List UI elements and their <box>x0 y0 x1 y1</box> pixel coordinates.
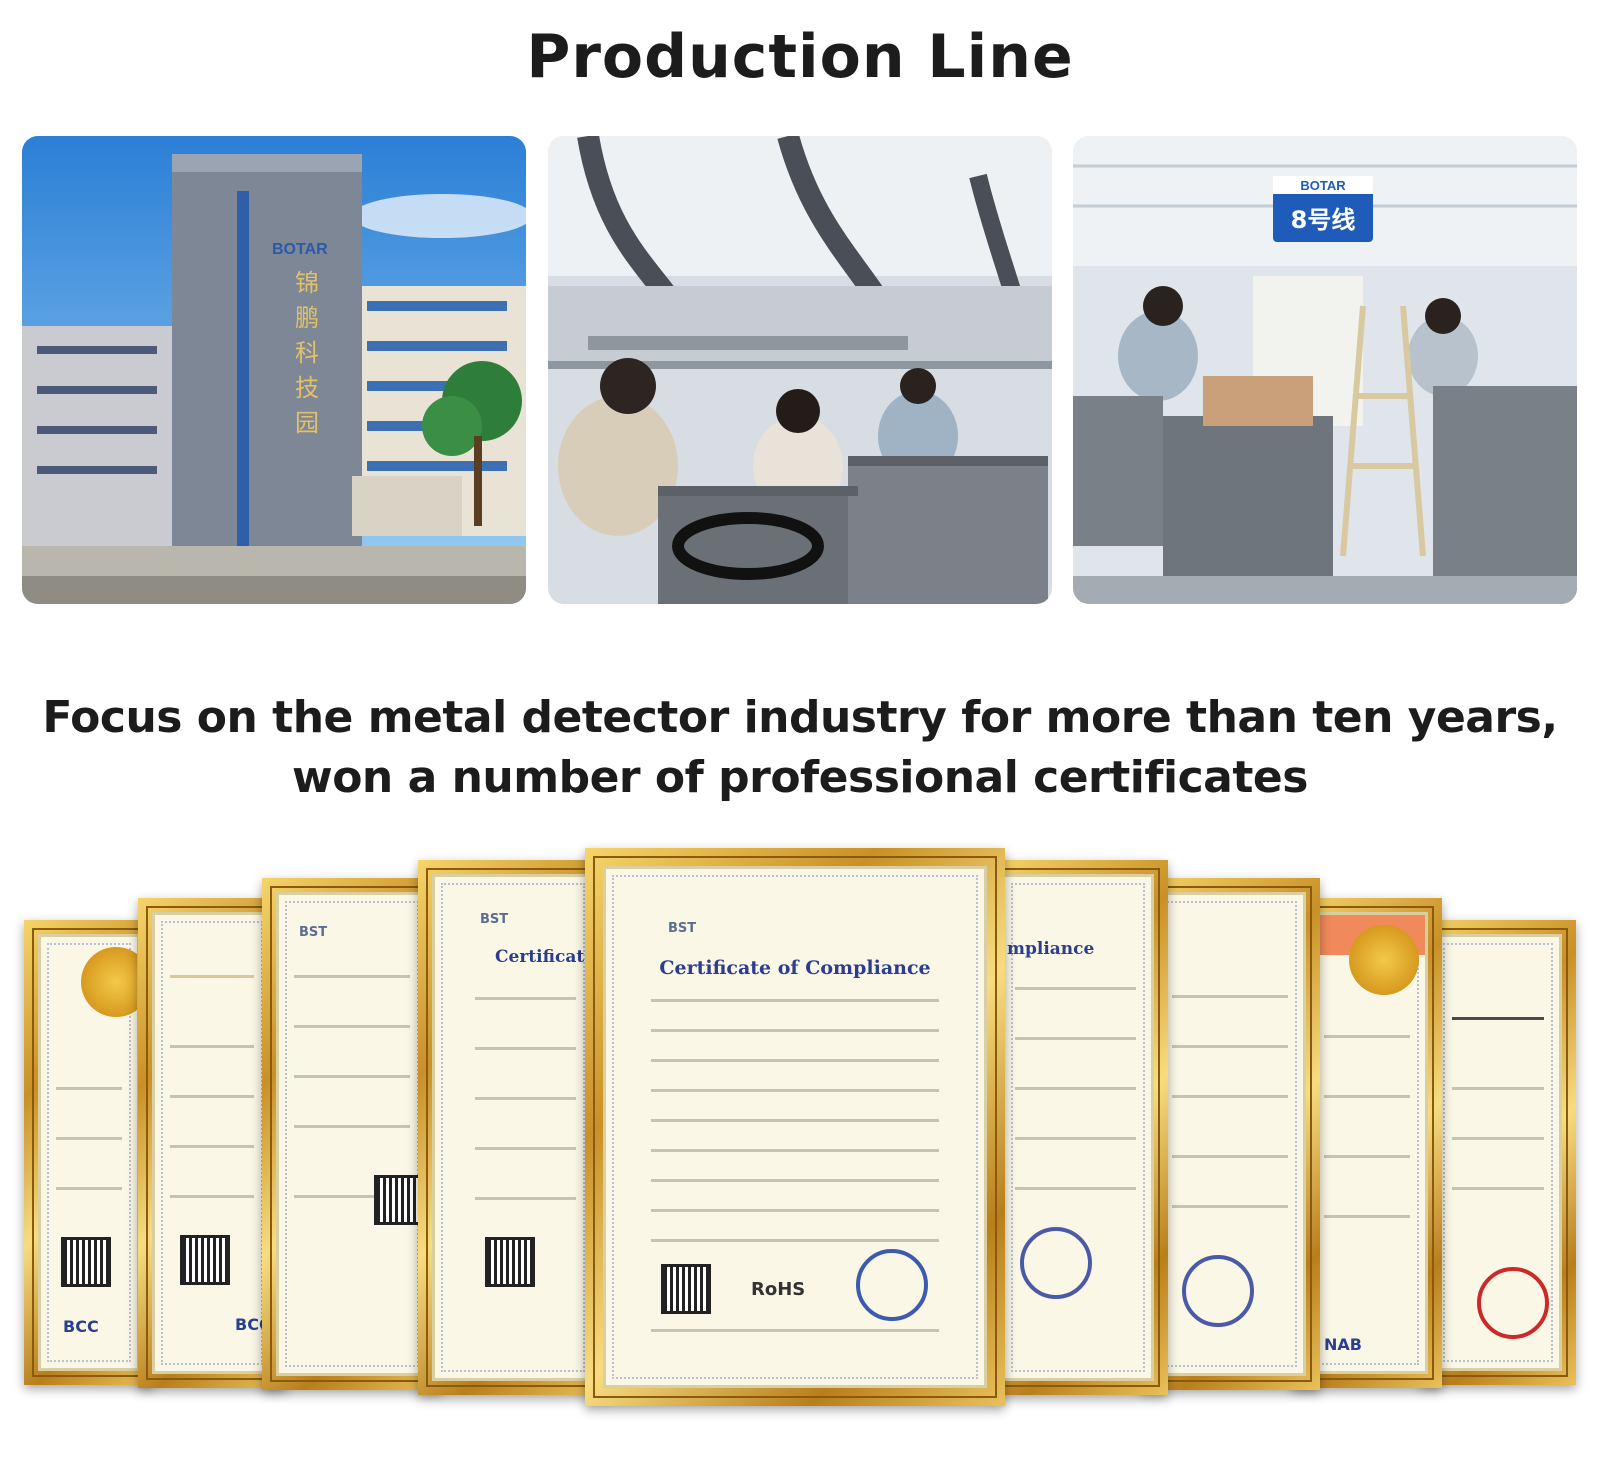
certificate-frame: BST Certificat <box>418 860 608 1395</box>
svg-text:科: 科 <box>295 339 319 367</box>
certificate-frame <box>1140 878 1320 1390</box>
certificate-frame <box>1420 920 1576 1385</box>
production-line-8-photo: BOTAR 8号线 <box>1073 136 1577 604</box>
factory-building-photo: BOTAR 锦 鹏 科 技 园 <box>22 136 526 604</box>
workshop-photo <box>548 136 1052 604</box>
page-title: Production Line <box>526 22 1074 92</box>
certificate-main-title: Certificate of Compliance <box>659 957 931 979</box>
certificate-title-partial-right: mpliance <box>1007 939 1095 959</box>
svg-text:BOTAR: BOTAR <box>272 241 328 258</box>
section-subtitle: Focus on the metal detector industry for… <box>40 688 1560 808</box>
certificate-frame: mpliance <box>988 860 1168 1395</box>
certificate-title-partial: Certificat <box>495 947 585 967</box>
certificate-frame: BCC <box>138 898 286 1388</box>
svg-text:BOTAR: BOTAR <box>1300 178 1346 193</box>
bst-logo: BST <box>299 925 328 940</box>
bst-logo: BST <box>480 912 509 927</box>
subtitle-line-2: won a number of professional certificate… <box>292 752 1308 803</box>
svg-text:8号线: 8号线 <box>1291 206 1356 234</box>
rohs-mark: RoHS <box>751 1279 806 1300</box>
main-certificate-frame: BST Certificate of Compliance RoHS <box>585 848 1005 1406</box>
svg-text:园: 园 <box>295 409 319 437</box>
certificate-frame: BCC <box>24 920 154 1385</box>
svg-text:鹏: 鹏 <box>295 304 319 332</box>
svg-text:锦: 锦 <box>295 269 319 297</box>
certificate-frame: BST <box>262 878 442 1390</box>
subtitle-line-1: Focus on the metal detector industry for… <box>42 692 1558 743</box>
svg-text:技: 技 <box>295 374 319 402</box>
certificates-row: BCC BCC BST <box>0 848 1600 1420</box>
bst-logo: BST <box>668 921 697 936</box>
